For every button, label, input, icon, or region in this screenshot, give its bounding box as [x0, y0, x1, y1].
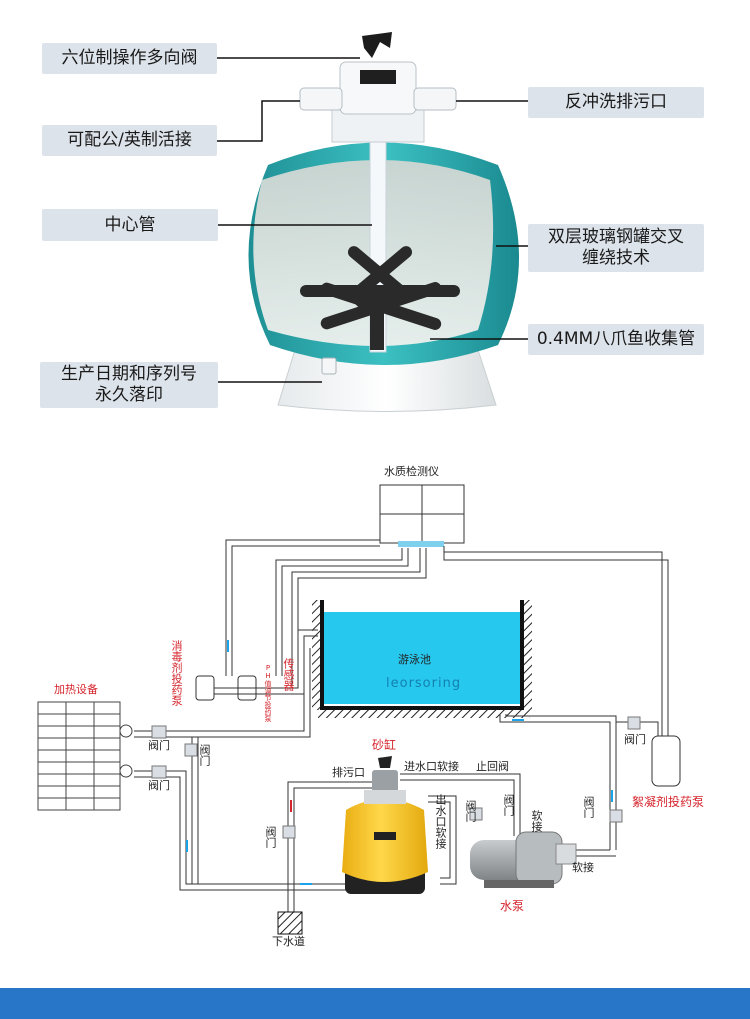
- label-valve-heater-bottom: 阀门: [148, 779, 170, 792]
- disinfectant-tank: [195, 675, 215, 701]
- footer-bar: [0, 988, 750, 1019]
- label-check-valve: 止回阀: [476, 760, 509, 773]
- filter-illustration: [216, 32, 528, 412]
- label-ph-pump: PH值调节投药泵: [264, 664, 272, 722]
- label-flex-pump-side: 软接: [572, 861, 594, 874]
- heater-unit: [37, 701, 133, 811]
- callout-center-pipe: 中心管: [42, 209, 218, 241]
- callout-tank-winding: 双层玻璃钢罐交叉 缠绕技术: [528, 224, 704, 272]
- label-heater: 加热设备: [54, 683, 98, 696]
- label-sensor: 传感器: [282, 658, 295, 691]
- water-pump: [470, 831, 577, 888]
- drain-plug: [321, 357, 337, 375]
- sewer-drain: [277, 911, 303, 935]
- callout-backwash-port: 反冲洗排污口: [528, 87, 704, 118]
- label-flocculant-pump: 絮凝剂投药泵: [632, 795, 705, 809]
- label-pool: 游泳池: [398, 653, 431, 666]
- callout-serial-date-line1: 生产日期和序列号: [61, 364, 197, 384]
- label-disinfectant-pump: 消毒剂投药泵: [170, 640, 183, 706]
- label-valve-flocculant: 阀门: [624, 733, 646, 746]
- callout-leaders: [216, 57, 528, 383]
- callout-tank-winding-line2: 缠绕技术: [582, 248, 650, 268]
- callout-tank-winding-line1: 双层玻璃钢罐交叉: [548, 227, 684, 247]
- callout-union-fitting: 可配公/英制活接: [42, 125, 217, 156]
- callout-lateral-collector-text: 0.4MM八爪鱼收集管: [536, 329, 696, 349]
- flocculant-tank: [651, 735, 681, 787]
- sand-filter-tank: [342, 756, 428, 894]
- label-pool-watermark: leorsoring: [386, 676, 462, 691]
- label-valve-bypass: 阀门: [198, 744, 211, 766]
- label-flex-pump-top: 软接: [530, 810, 543, 832]
- label-sewer: 下水道: [272, 935, 305, 948]
- valve-symbols: [151, 716, 641, 839]
- pool-wall: [320, 600, 524, 710]
- lateral-collector: [300, 246, 460, 350]
- label-valve-heater-top: 阀门: [148, 739, 170, 752]
- callout-center-pipe-text: 中心管: [104, 214, 156, 235]
- label-valve-outlet: 阀门: [464, 800, 477, 822]
- callout-multiport-valve-text: 六位制操作多向阀: [61, 48, 198, 68]
- left-union-port: [299, 87, 343, 111]
- right-union-port: [413, 87, 457, 111]
- label-valve-pump: 阀门: [582, 796, 595, 818]
- label-drain-port: 排污口: [332, 766, 365, 779]
- callout-union-fitting-text: 可配公/英制活接: [67, 130, 192, 150]
- callout-backwash-port-text: 反冲洗排污口: [565, 92, 667, 112]
- label-valve-inlet: 阀门: [502, 794, 515, 816]
- label-pump: 水泵: [500, 899, 525, 913]
- callout-lateral-collector: 0.4MM八爪鱼收集管: [528, 324, 704, 355]
- label-valve-drain: 阀门: [264, 826, 277, 848]
- callout-serial-date-line2: 永久落印: [95, 385, 163, 405]
- callout-serial-date: 生产日期和序列号 永久落印: [40, 362, 218, 408]
- label-inlet-flex: 进水口软接: [404, 760, 459, 773]
- valve-handle: [362, 32, 392, 58]
- label-sand-filter: 砂缸: [372, 738, 397, 752]
- label-outlet-flex: 出水口软接: [434, 794, 447, 849]
- pool-water: [322, 612, 520, 704]
- flow-arrows: [186, 640, 613, 885]
- callout-multiport-valve: 六位制操作多向阀: [42, 43, 217, 74]
- label-water-tester: 水质检测仪: [384, 465, 439, 478]
